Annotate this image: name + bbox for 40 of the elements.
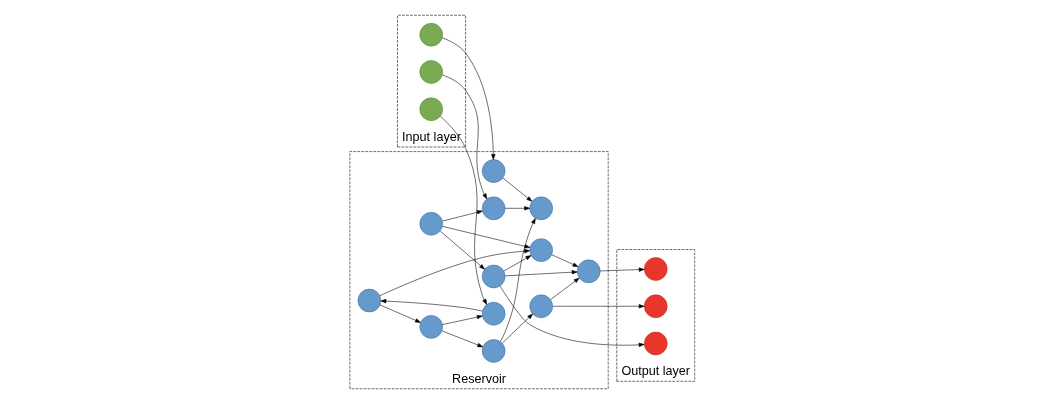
node-circle <box>419 212 443 236</box>
arrow <box>442 74 488 200</box>
arrow <box>442 210 483 222</box>
arrow <box>500 218 536 342</box>
node-circle <box>419 97 443 121</box>
node-circle <box>481 301 506 326</box>
node-circle <box>529 196 553 221</box>
node-circle <box>481 196 506 221</box>
node-circle <box>644 331 668 356</box>
node-circle <box>577 259 601 284</box>
node-circle <box>529 238 553 262</box>
arrow <box>440 230 485 270</box>
node-circle <box>419 60 443 84</box>
arrow <box>599 267 645 272</box>
arrow <box>504 270 578 277</box>
arrow <box>502 313 533 344</box>
node-circle <box>419 315 443 339</box>
arrow <box>379 249 530 297</box>
arrow <box>441 330 484 348</box>
cluster: Input layer <box>397 14 466 148</box>
arrow <box>551 254 579 267</box>
node-circle <box>644 257 668 281</box>
arrow <box>379 304 421 323</box>
arrow <box>440 115 488 305</box>
node-circle <box>481 159 506 183</box>
node-circle <box>481 339 506 363</box>
arrow <box>442 315 483 325</box>
arrow <box>442 37 496 160</box>
arrow <box>503 255 532 272</box>
cluster: Output layer <box>616 249 695 382</box>
arrow <box>550 277 580 300</box>
arrow <box>442 226 531 249</box>
node-circle <box>357 288 382 313</box>
arrow <box>502 177 533 202</box>
arrow <box>499 285 645 347</box>
arrow <box>380 299 483 312</box>
arrow <box>504 206 530 211</box>
arrow <box>552 304 645 309</box>
node-circle <box>644 294 668 318</box>
node-circle <box>419 23 443 47</box>
